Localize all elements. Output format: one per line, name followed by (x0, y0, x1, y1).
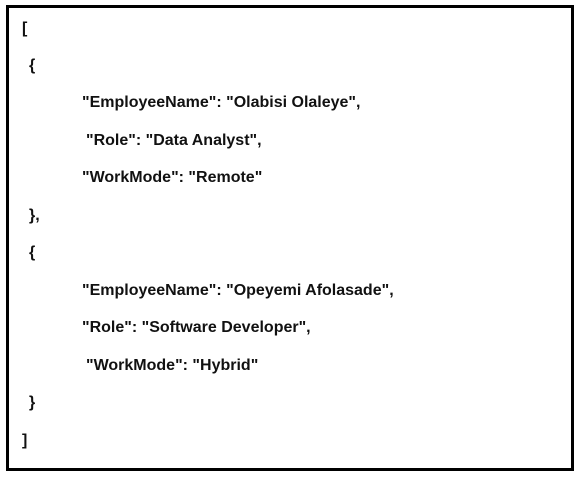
close-array-bracket: ] (22, 432, 28, 449)
employee-1-name: "EmployeeName": "Olabisi Olaleye", (82, 94, 361, 111)
employee-1-workmode: "WorkMode": "Remote" (82, 169, 263, 186)
open-object-brace-1: { (29, 57, 36, 74)
close-object-brace-1: }, (29, 207, 40, 224)
open-array-bracket: [ (22, 20, 28, 37)
employee-2-role: "Role": "Software Developer", (82, 319, 311, 336)
close-object-brace-2: } (29, 394, 36, 411)
json-document-frame: [ { "EmployeeName": "Olabisi Olaleye", "… (6, 5, 574, 471)
open-object-brace-2: { (29, 244, 36, 261)
employee-2-workmode: "WorkMode": "Hybrid" (86, 357, 259, 374)
employee-1-role: "Role": "Data Analyst", (86, 132, 262, 149)
employee-2-name: "EmployeeName": "Opeyemi Afolasade", (82, 282, 394, 299)
